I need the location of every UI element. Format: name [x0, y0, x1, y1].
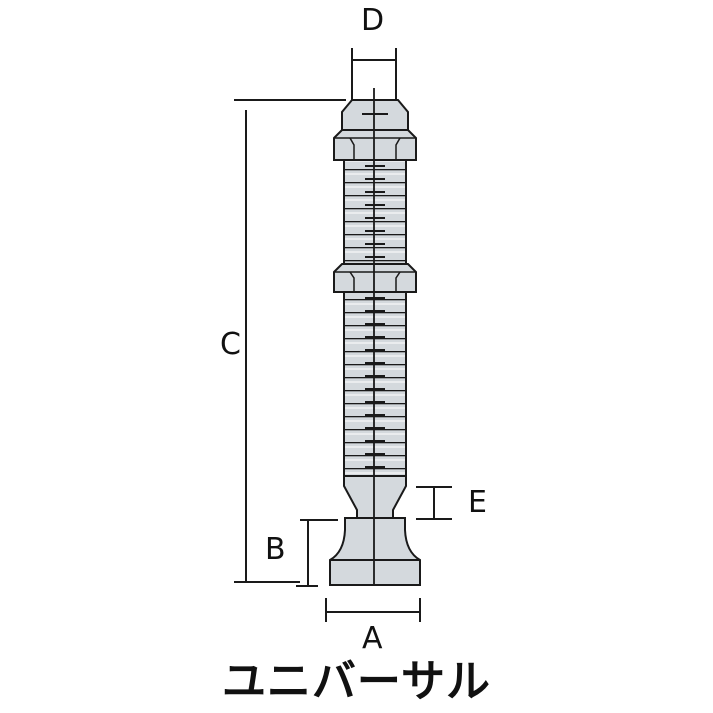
dimension-label-e: E	[468, 485, 487, 520]
dimension-label-a: A	[362, 621, 383, 656]
dimension-label-d: D	[361, 3, 385, 38]
dimension-a	[325, 598, 421, 622]
base-pad	[329, 517, 421, 586]
dimension-c	[234, 99, 346, 583]
lower-threaded-rod	[343, 291, 407, 477]
top-cap	[341, 99, 409, 131]
dimension-d	[351, 48, 397, 100]
lower-hex-nut	[333, 263, 417, 293]
dimension-label-c: C	[220, 327, 241, 362]
dimension-e	[416, 486, 452, 520]
upper-threaded-rod	[343, 159, 407, 265]
dimension-b	[296, 519, 338, 587]
dimension-label-b: B	[265, 532, 286, 567]
diagram-caption: ユニバーサル	[221, 656, 492, 707]
thread-dashes	[365, 165, 385, 468]
upper-hex-nut	[333, 129, 417, 161]
neck	[343, 475, 407, 519]
